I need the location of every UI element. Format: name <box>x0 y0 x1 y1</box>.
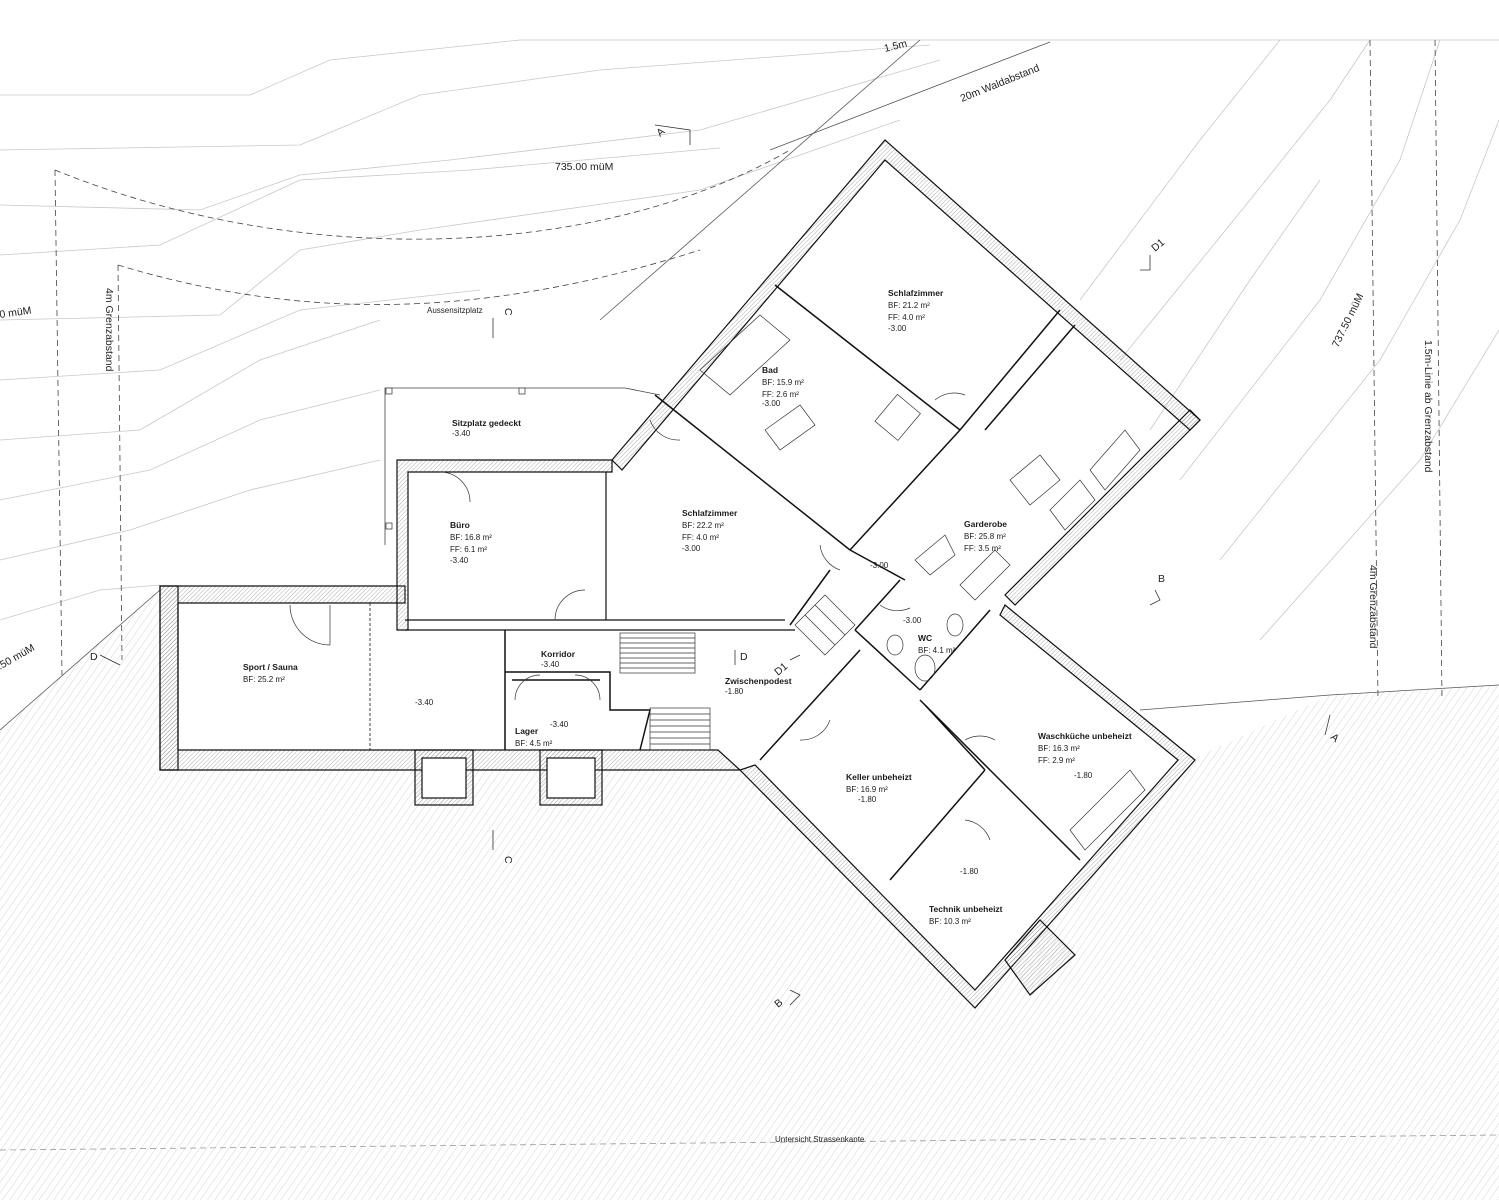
aussensitzplatz-label: Aussensitzplatz <box>427 306 483 315</box>
furniture <box>699 314 1146 851</box>
level-737-label: 737.50 müM <box>1330 292 1366 350</box>
room-name: Keller unbeheizt <box>846 772 912 782</box>
room-name: Technik unbeheizt <box>929 904 1003 914</box>
room-name: Sitzplatz gedeckt <box>452 418 521 428</box>
section-a-top: A <box>654 126 667 140</box>
hall-level: -3.00 <box>870 561 889 570</box>
room-bad: Bad BF: 15.9 m² FF: 2.6 m² -3.00 <box>762 365 804 408</box>
room-name: Waschküche unbeheizt <box>1038 731 1132 741</box>
room-ff: FF: 2.6 m² <box>762 390 799 399</box>
interior-walls <box>369 284 1081 881</box>
room-ff: FF: 2.9 m² <box>1038 756 1075 765</box>
room-name: Zwischenpodest <box>725 676 792 686</box>
room-garderobe: Garderobe BF: 25.8 m² FF: 3.5 m² <box>964 519 1007 553</box>
room-zwischenpodest: Zwischenpodest -1.80 <box>725 676 792 696</box>
room-level: -1.80 <box>1074 771 1093 780</box>
room-name: Korridor <box>541 649 576 659</box>
room-korridor: Korridor -3.40 <box>541 649 576 669</box>
contour-lines <box>0 39 1499 641</box>
room-level: -3.40 <box>452 429 471 438</box>
room-bf: BF: 4.5 m² <box>515 739 553 748</box>
room-schlafzimmer-mid: Schlafzimmer BF: 22.2 m² FF: 4.0 m² -3.0… <box>682 508 738 553</box>
room-name: Schlafzimmer <box>888 288 944 298</box>
room-bf: BF: 22.2 m² <box>682 521 724 530</box>
level-left-bottom-label: .50 müM <box>0 642 37 673</box>
room-level: -3.40 <box>550 720 569 729</box>
stairs <box>619 594 856 751</box>
room-technik: -1.80 Technik unbeheizt BF: 10.3 m² <box>929 867 1003 926</box>
room-level: -3.40 <box>541 660 560 669</box>
room-wc: -3.00 WC BF: 4.1 m² <box>903 616 956 655</box>
section-c-top: C <box>502 308 514 316</box>
room-keller: Keller unbeheizt BF: 16.9 m² -1.80 <box>846 772 912 804</box>
room-name: Garderobe <box>964 519 1007 529</box>
room-level: -3.00 <box>903 616 922 625</box>
site-lines <box>0 39 1499 731</box>
room-level: -3.00 <box>888 324 907 333</box>
room-schlafzimmer-top: Schlafzimmer BF: 21.2 m² FF: 4.0 m² -3.0… <box>888 288 944 333</box>
room-ff: FF: 6.1 m² <box>450 545 487 554</box>
room-bf: BF: 16.9 m² <box>846 785 888 794</box>
room-level: -3.40 <box>450 556 469 565</box>
strassenkante-label: Untersicht Strassenkante <box>775 1135 865 1144</box>
room-name: Bad <box>762 365 778 375</box>
covered-seating-outline <box>384 387 661 545</box>
terrain-hatch <box>0 590 1499 1200</box>
room-buero: Büro BF: 16.8 m² FF: 6.1 m² -3.40 <box>450 520 492 565</box>
top-cut-label: 1.5m <box>883 38 909 55</box>
linie-15m-label: 1.5m-Linie ab Grenzabstand <box>1422 340 1434 473</box>
room-level: -1.80 <box>725 687 744 696</box>
room-bf: BF: 10.3 m² <box>929 917 971 926</box>
section-c-bottom: C <box>502 856 514 864</box>
room-bf: BF: 21.2 m² <box>888 301 930 310</box>
room-bf: BF: 25.8 m² <box>964 532 1006 541</box>
room-sport-sauna: Sport / Sauna BF: 25.2 m² <box>243 662 298 684</box>
room-name: Schlafzimmer <box>682 508 738 518</box>
sport-floor-level: -3.40 <box>415 698 434 707</box>
grenzabstand-right-label: 4m Grenzabstand <box>1367 565 1379 649</box>
room-level: -1.80 <box>858 795 877 804</box>
building-walls <box>159 139 1201 1009</box>
room-ff: FF: 4.0 m² <box>682 533 719 542</box>
room-ff: FF: 4.0 m² <box>888 313 925 322</box>
room-waschkueche: Waschküche unbeheizt BF: 16.3 m² FF: 2.9… <box>1038 731 1132 780</box>
room-bf: BF: 15.9 m² <box>762 378 804 387</box>
section-d-left: D <box>90 651 98 663</box>
room-bf: BF: 25.2 m² <box>243 675 285 684</box>
room-ff: FF: 3.5 m² <box>964 544 1001 553</box>
level-left-top-label: 0 müM <box>0 305 32 321</box>
grenzabstand-left-label: 4m Grenzabstand <box>103 288 115 372</box>
room-sitzplatz: Sitzplatz gedeckt -3.40 <box>452 418 521 438</box>
room-level: -3.00 <box>762 399 781 408</box>
room-name: WC <box>918 633 932 643</box>
waldabstand-label: 20m Waldabstand <box>959 62 1042 105</box>
room-level: -3.00 <box>682 544 701 553</box>
door-swings <box>289 392 996 841</box>
section-d-center: D <box>740 651 748 663</box>
room-bf: BF: 4.1 m² <box>918 646 956 655</box>
room-lager: -3.40 Lager BF: 4.5 m² <box>515 720 569 748</box>
setback-lines <box>0 39 1499 1151</box>
level-735-label: 735.00 müM <box>555 161 613 173</box>
room-name: Büro <box>450 520 470 530</box>
room-name: Sport / Sauna <box>243 662 298 672</box>
section-markers <box>99 124 1331 1006</box>
section-d1-top: D1 <box>1149 236 1167 254</box>
room-name: Lager <box>515 726 539 736</box>
room-bf: BF: 16.3 m² <box>1038 744 1080 753</box>
section-b-right: B <box>1158 573 1165 585</box>
room-bf: BF: 16.8 m² <box>450 533 492 542</box>
room-level: -1.80 <box>960 867 979 876</box>
